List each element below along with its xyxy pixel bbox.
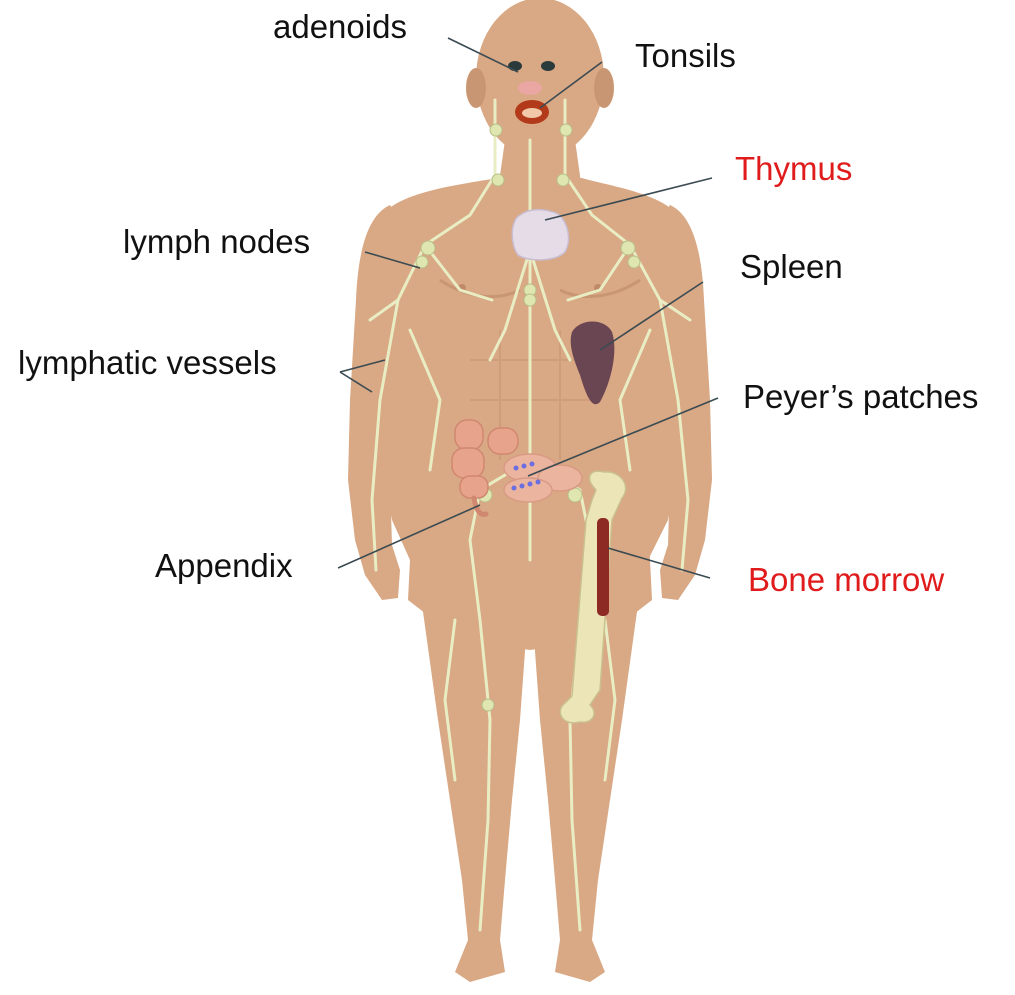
- lymph-node: [421, 241, 435, 255]
- lymph-node: [621, 241, 635, 255]
- label-lymphatic-vessels: lymphatic vessels: [18, 346, 277, 379]
- adenoid-tissue: [518, 81, 542, 95]
- label-appendix: Appendix: [155, 549, 293, 582]
- lymph-node: [416, 256, 428, 268]
- tonsil-tissue: [522, 108, 542, 118]
- lymph-node: [492, 174, 504, 186]
- lymph-node: [490, 124, 502, 136]
- label-spleen: Spleen: [740, 250, 843, 283]
- bone-marrow-cavity: [597, 518, 609, 616]
- label-bone-marrow: Bone morrow: [748, 563, 944, 596]
- lymph-node: [524, 294, 536, 306]
- left-eye: [508, 61, 522, 71]
- label-peyers-patches: Peyer’s patches: [743, 380, 978, 413]
- label-tonsils: Tonsils: [635, 39, 736, 72]
- label-adenoids: adenoids: [273, 10, 407, 43]
- left-leg: [420, 590, 528, 982]
- lymph-node: [560, 124, 572, 136]
- lymph-node: [628, 256, 640, 268]
- label-thymus: Thymus: [735, 152, 852, 185]
- lymph-node: [557, 174, 569, 186]
- right-ear: [594, 68, 614, 108]
- right-eye: [541, 61, 555, 71]
- thymus-organ: [512, 210, 568, 260]
- label-lymph-nodes: lymph nodes: [123, 225, 310, 258]
- lymph-node: [482, 699, 494, 711]
- left-ear: [466, 68, 486, 108]
